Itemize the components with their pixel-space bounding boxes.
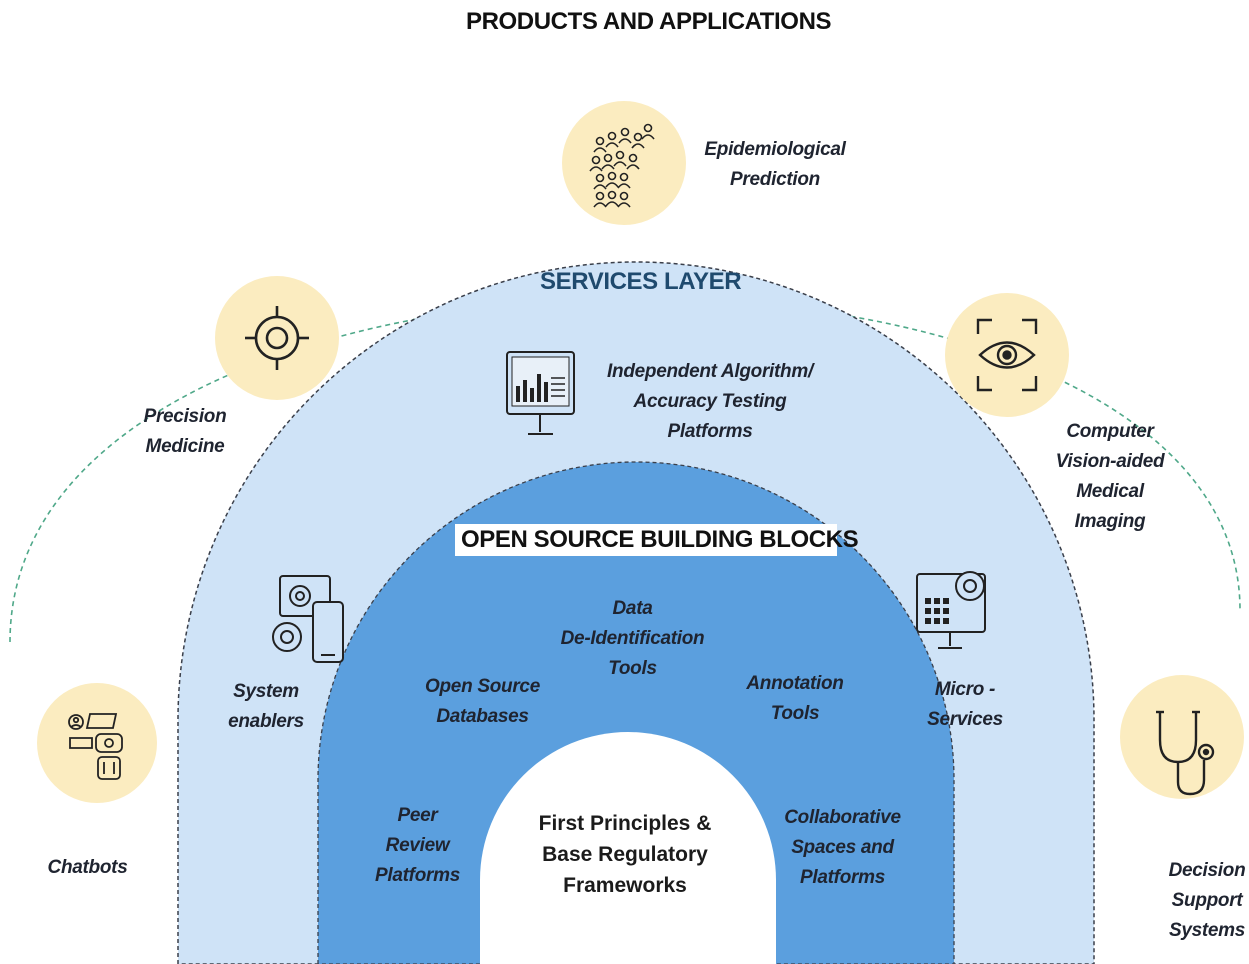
data-deidentification-label: Data De-Identification Tools bbox=[560, 598, 705, 679]
peer-review-label: Peer Review Platforms bbox=[375, 805, 460, 886]
core-frameworks-label: First Principles & Base Regulatory Frame… bbox=[538, 812, 712, 897]
chatbots-icon-circle bbox=[37, 683, 157, 803]
building-blocks-title: OPEN SOURCE BUILDING BLOCKS bbox=[455, 524, 859, 556]
monitor-chart-icon bbox=[506, 351, 575, 435]
open-source-databases-label: Open Source Databases bbox=[425, 676, 540, 727]
chatbots-label: Chatbots bbox=[47, 857, 128, 878]
building-blocks-band bbox=[317, 461, 955, 964]
stethoscope-icon bbox=[1156, 710, 1215, 796]
computer-vision-label: Computer Vision-aided Medical Imaging bbox=[1055, 421, 1165, 532]
precision-medicine-label: Precision Medicine bbox=[143, 406, 227, 457]
annotation-tools-label: Annotation Tools bbox=[746, 673, 844, 724]
chatbot-icon bbox=[68, 713, 123, 780]
collaborative-spaces-label: Collaborative Spaces and Platforms bbox=[784, 807, 901, 888]
products-layer-boundary bbox=[9, 298, 1241, 643]
devices-gear-icon bbox=[272, 575, 344, 663]
products-layer-title: PRODUCTS AND APPLICATIONS bbox=[460, 8, 832, 36]
epidemiological-prediction-label: Epidemiological Prediction bbox=[704, 139, 846, 190]
core-arch bbox=[480, 732, 776, 964]
monitor-gear-icon bbox=[916, 571, 986, 649]
micro-services-label: Micro - Services bbox=[927, 679, 1003, 730]
target-icon bbox=[245, 306, 309, 370]
crowd-icon bbox=[589, 123, 655, 208]
precision-icon-circle bbox=[215, 276, 339, 400]
system-enablers-label: System enablers bbox=[228, 681, 304, 732]
services-layer-title: SERVICES LAYER bbox=[540, 268, 742, 295]
testing-platforms-label: Independent Algorithm/ Accuracy Testing … bbox=[607, 361, 813, 442]
decision-icon-circle bbox=[1120, 675, 1244, 799]
eye-scan-icon bbox=[976, 318, 1038, 392]
decision-support-label: Decision Support Systems bbox=[1168, 860, 1246, 941]
